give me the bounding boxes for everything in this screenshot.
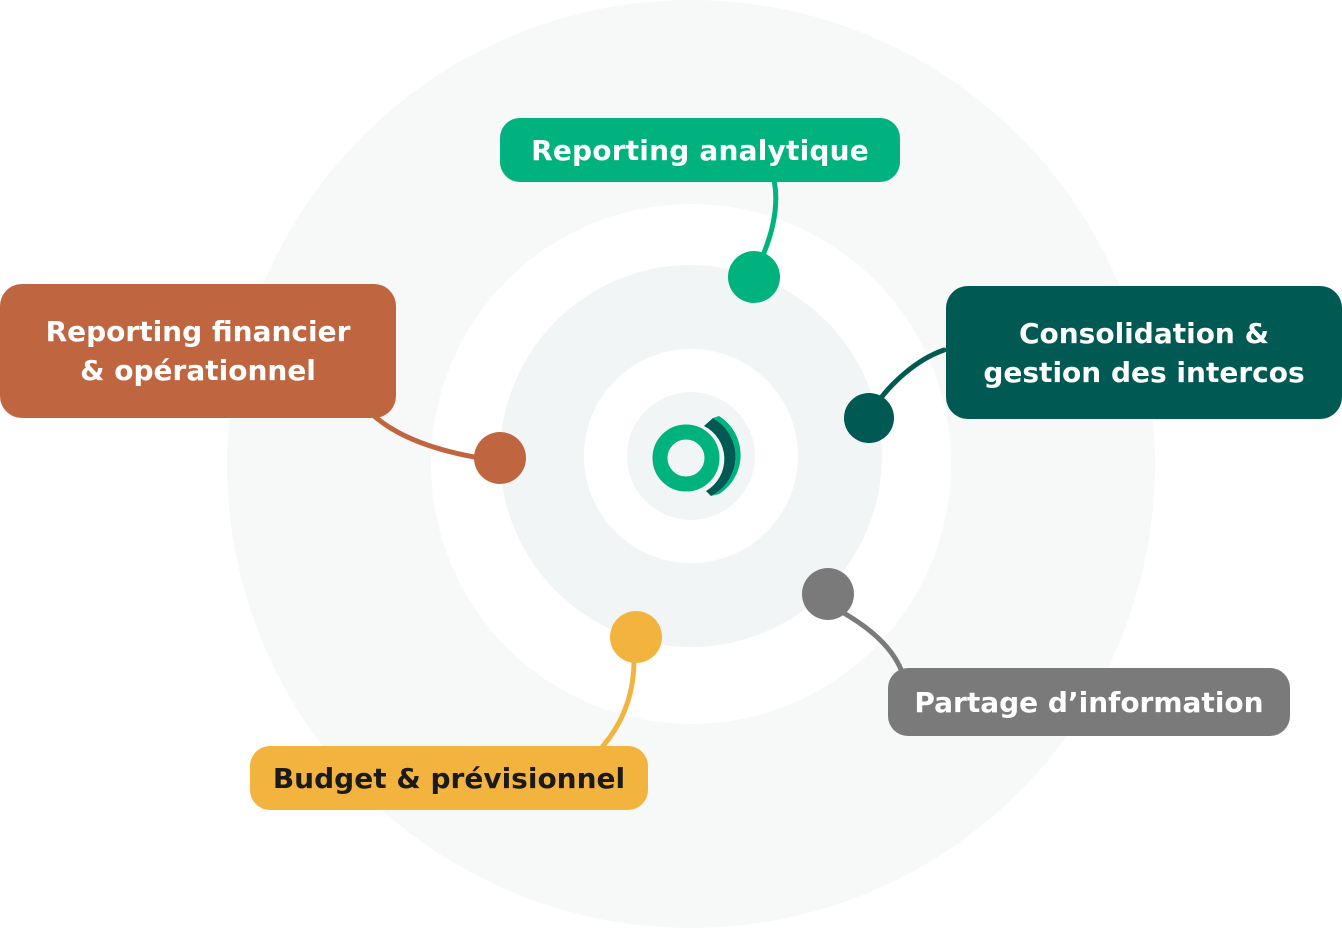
node-label-line: Consolidation & [1018, 316, 1270, 350]
logo-ring [652, 424, 720, 492]
node-label-partage-information: Partage d’information [888, 668, 1290, 736]
dot-consolidation [844, 393, 894, 443]
node-label-line: Reporting analytique [531, 133, 869, 167]
dot-financier [474, 432, 526, 484]
node-label-line: gestion des intercos [983, 355, 1305, 389]
node-label-line: Reporting financier [45, 315, 351, 348]
logo-green-arc [711, 416, 741, 496]
connector-budget [600, 657, 637, 749]
connector-financier [369, 411, 483, 461]
connector-partage [839, 609, 905, 675]
logo-dark-arc [704, 418, 736, 496]
node-label-line: Budget & prévisionnel [272, 761, 626, 795]
node-label-budget-previsionnel: Budget & prévisionnel [250, 746, 648, 810]
node-label-line: Partage d’information [914, 685, 1264, 719]
dot-partage [802, 568, 854, 620]
brand-ring-logo-icon [652, 416, 741, 496]
dot-analytique [728, 251, 780, 303]
node-label-reporting-financier: Reporting financier & opérationnel [0, 284, 396, 418]
node-label-consolidation: Consolidation & gestion des intercos [946, 286, 1342, 419]
node-label-reporting-analytique: Reporting analytique [500, 118, 900, 182]
node-label-line: & opérationnel [80, 354, 316, 387]
dot-budget [610, 611, 662, 663]
